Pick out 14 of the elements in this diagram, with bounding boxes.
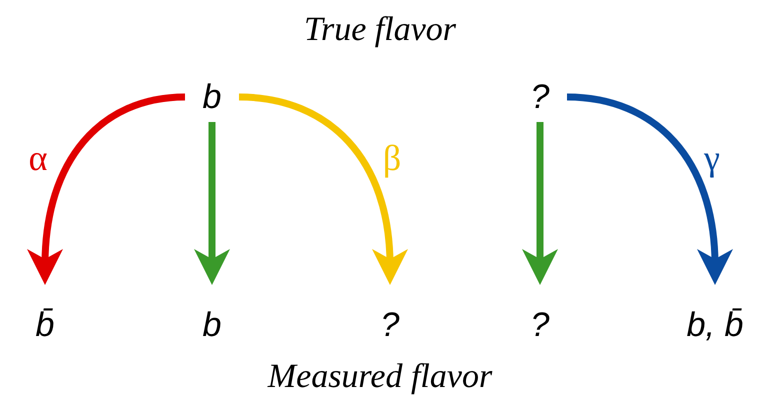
arrow	[238, 94, 408, 285]
flavor-label: b̄	[36, 305, 54, 345]
flavor-label: b	[202, 77, 222, 117]
flavor-label: b, b̄	[686, 305, 744, 345]
arrow	[566, 94, 732, 285]
caption: Measured flavor	[266, 357, 494, 397]
flavor-label: ?	[380, 305, 400, 345]
arrow	[28, 94, 186, 285]
arrow	[194, 122, 230, 285]
flavor-label: ?	[530, 305, 550, 345]
arrow	[522, 122, 558, 285]
flavor-label: b	[202, 305, 222, 345]
flavor-label: ?	[530, 77, 550, 117]
title: True flavor	[302, 10, 458, 50]
